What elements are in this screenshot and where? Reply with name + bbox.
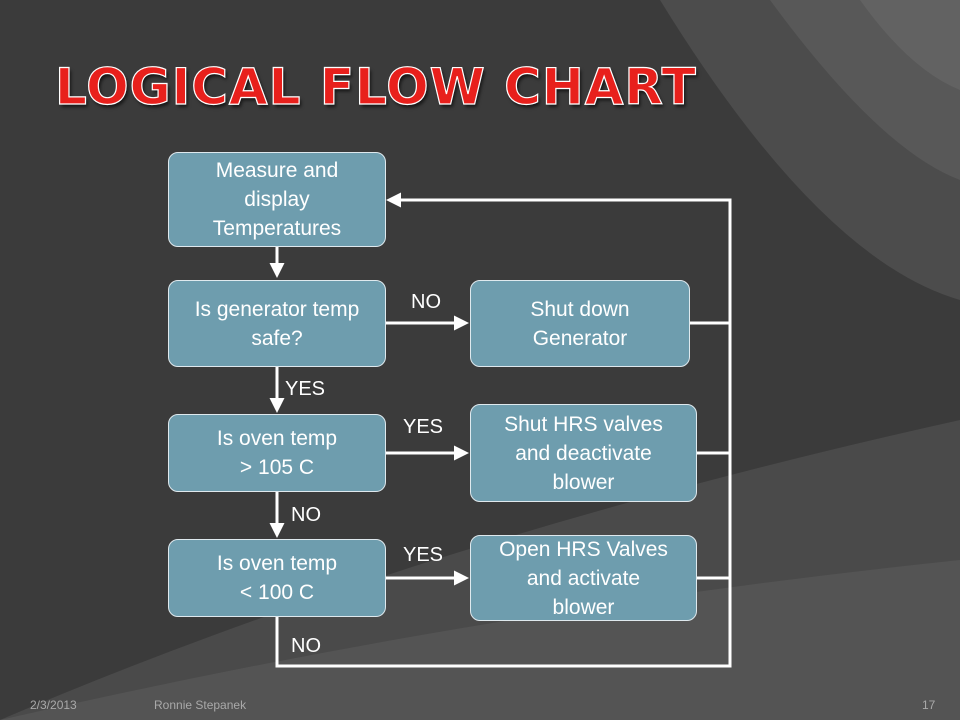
- shut-down-generator-box: Shut down Generator: [470, 280, 690, 367]
- edge-label-generator-yes: YES: [285, 378, 326, 400]
- slide-title: LOGICAL FLOW CHART: [54, 57, 697, 116]
- background-swoosh-shape: [0, 560, 960, 720]
- shut-hrs-valves-box: Shut HRS valves and deactivate blower: [470, 404, 697, 502]
- edge-label-generator-no: NO: [411, 291, 441, 313]
- footer-date: 2/3/2013: [30, 698, 77, 712]
- oven-temp-below-100-decision: Is oven temp < 100 C: [168, 539, 386, 617]
- footer-page-number: 17: [922, 698, 936, 712]
- oven-temp-above-105-decision: Is oven temp > 105 C: [168, 414, 386, 492]
- background-swoosh-shape: [860, 0, 960, 90]
- edge-label-oven-below-no: NO: [291, 635, 321, 657]
- edge-label-oven-above-no: NO: [291, 504, 321, 526]
- edge-label-oven-above-yes: YES: [403, 416, 444, 438]
- generator-temp-safe-decision: Is generator temp safe?: [168, 280, 386, 367]
- open-hrs-valves-box: Open HRS Valves and activate blower: [470, 535, 697, 621]
- measure-temperatures-box: Measure and display Temperatures: [168, 152, 386, 247]
- feedback-loop-line: [275, 192, 732, 668]
- edge-label-oven-below-yes: YES: [403, 544, 444, 566]
- footer-author: Ronnie Stepanek: [154, 698, 247, 712]
